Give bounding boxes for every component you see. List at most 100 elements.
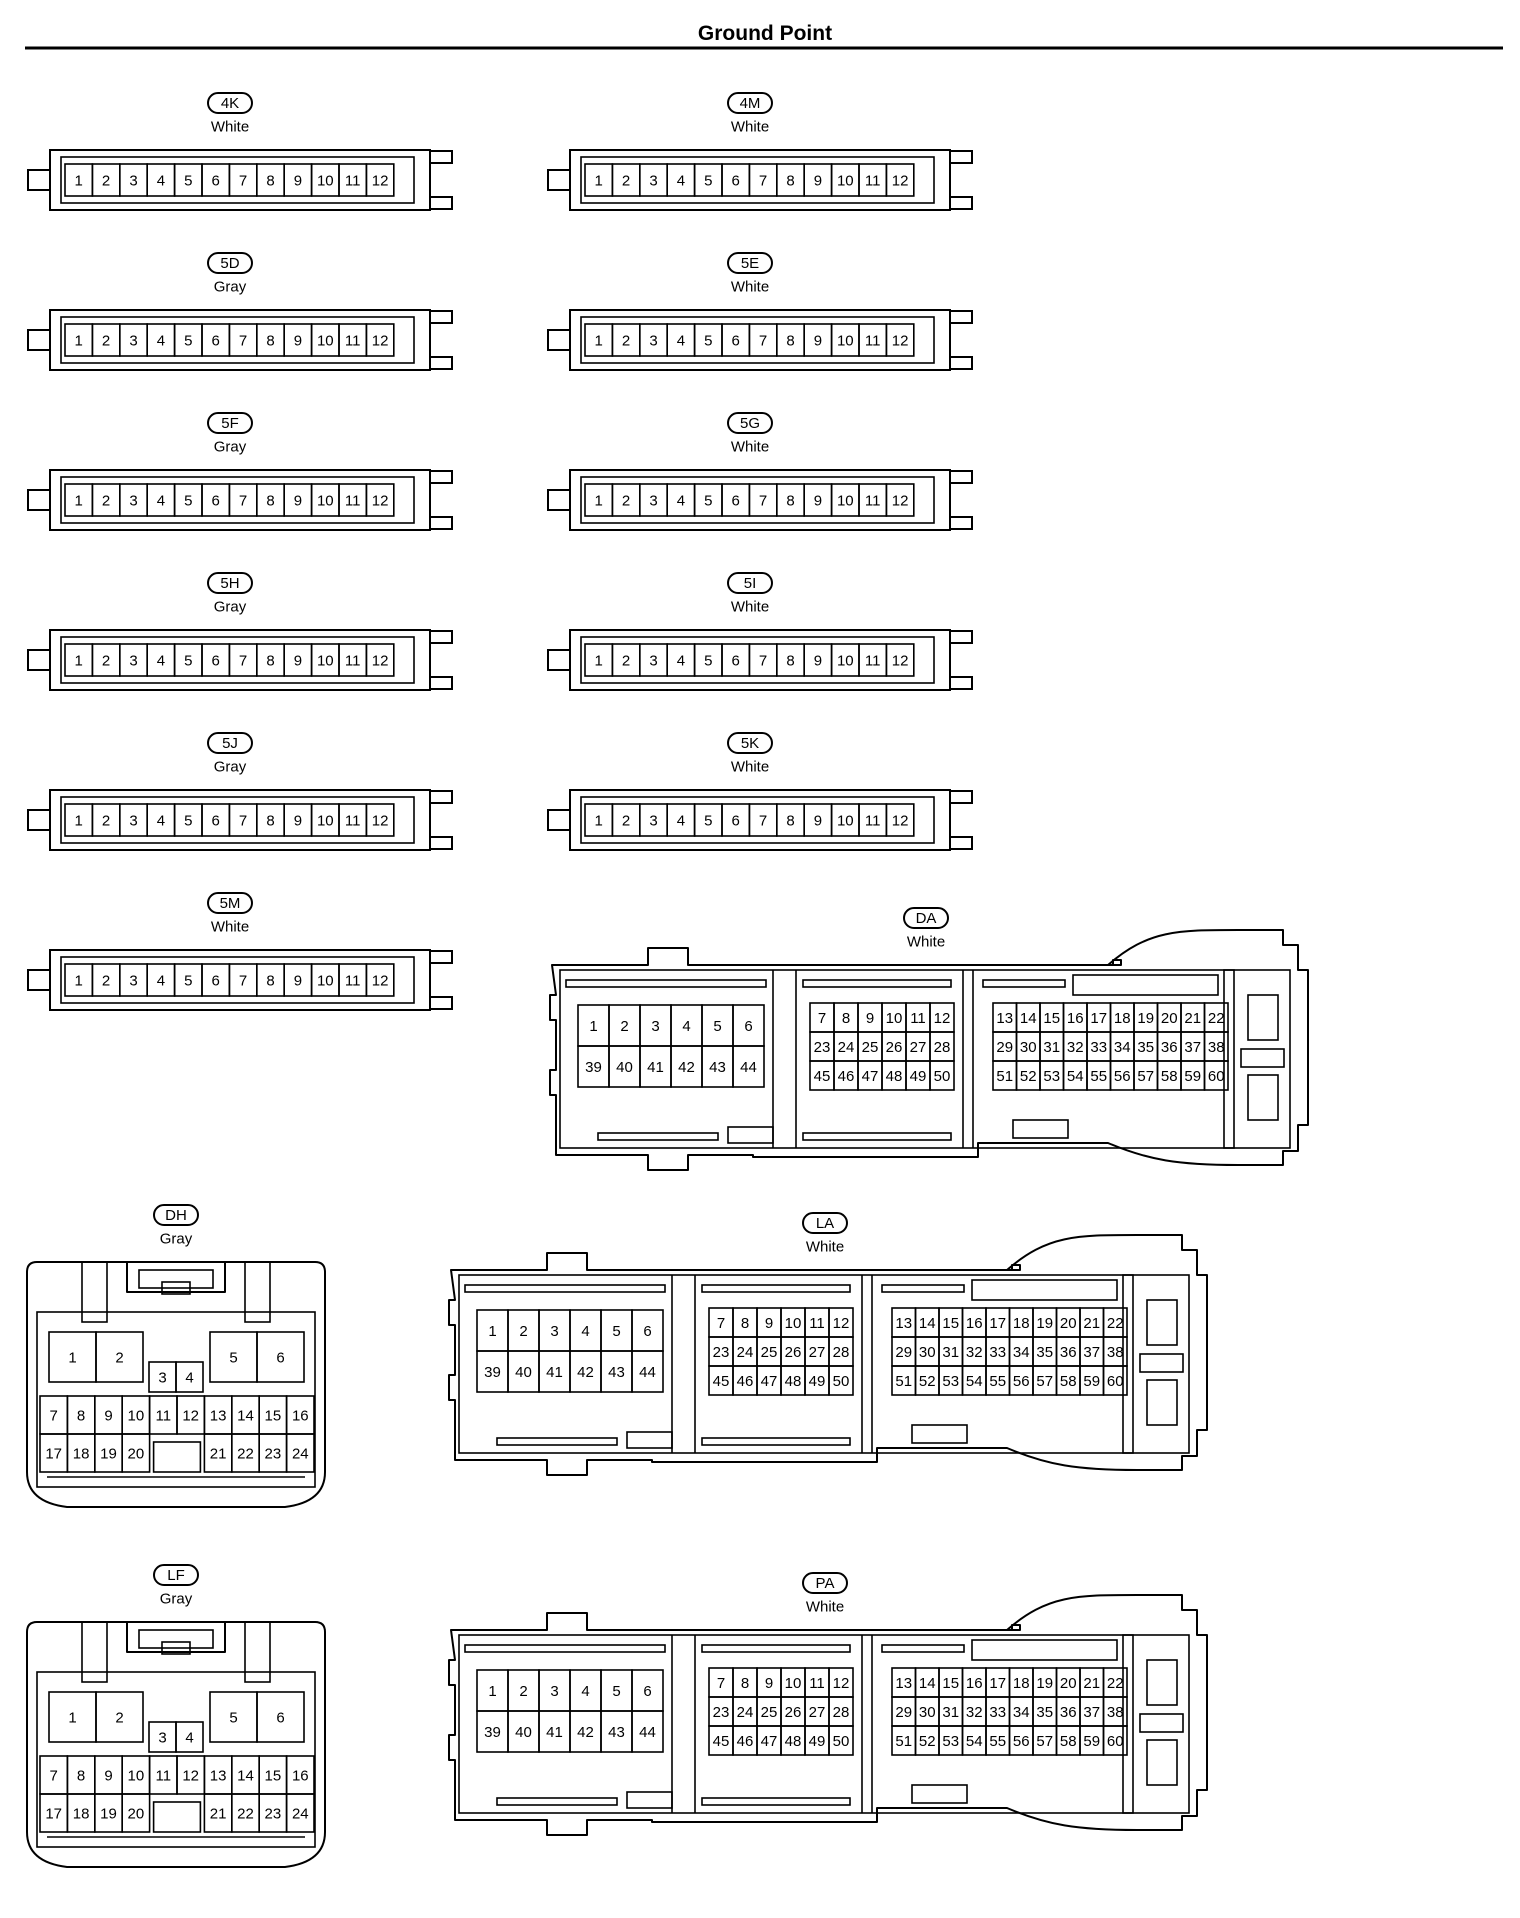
rail-bottom-b xyxy=(701,1797,851,1806)
pin-number: 24 xyxy=(737,1344,754,1361)
rail-bottom-b xyxy=(701,1437,851,1446)
pin-cell xyxy=(95,1691,144,1743)
pin-number: 46 xyxy=(737,1373,754,1390)
pin-number: 30 xyxy=(1020,1039,1037,1056)
pin-number: 1 xyxy=(595,813,603,830)
connector-color: White xyxy=(731,599,769,616)
connector-latch-left xyxy=(27,329,51,351)
top-latch-tab xyxy=(161,1281,191,1295)
lock-block-top xyxy=(1247,994,1279,1041)
pin-number: 7 xyxy=(239,173,247,190)
rail-bottom-b xyxy=(802,1132,952,1141)
pin-number: 52 xyxy=(919,1733,936,1750)
pin-number: 12 xyxy=(892,493,909,510)
pin-number: 1 xyxy=(75,173,83,190)
pin-number: 24 xyxy=(737,1704,754,1721)
pin-number: 24 xyxy=(292,1806,309,1823)
pin-cell xyxy=(1102,1725,1128,1756)
pin-number: 6 xyxy=(732,333,740,350)
pin-number: 5 xyxy=(184,493,192,510)
pin-number: 33 xyxy=(1090,1039,1107,1056)
pin-number: 24 xyxy=(292,1446,309,1463)
pin-number: 10 xyxy=(837,173,854,190)
pin-cell xyxy=(175,1361,204,1393)
connector-color: White xyxy=(731,439,769,456)
connector-inner-frame xyxy=(559,969,1291,1149)
pin-number: 12 xyxy=(372,493,389,510)
top-latch-window xyxy=(138,1269,214,1289)
pin-number: 1 xyxy=(589,1018,597,1035)
pin-number: 1 xyxy=(595,173,603,190)
pin-number: 7 xyxy=(239,653,247,670)
pin-number: 8 xyxy=(786,653,794,670)
pin-number: 35 xyxy=(1137,1039,1154,1056)
connector-code: 5K xyxy=(741,735,759,752)
rail-top-d xyxy=(971,1279,1118,1301)
pin-number: 7 xyxy=(759,653,767,670)
pin-cell xyxy=(631,1350,664,1393)
pin-cell xyxy=(365,163,395,197)
pin-number: 3 xyxy=(649,813,657,830)
pin-number: 26 xyxy=(785,1704,802,1721)
pin-number: 9 xyxy=(104,1408,112,1425)
pin-number: 23 xyxy=(814,1039,831,1056)
pin-number: 38 xyxy=(1208,1039,1225,1056)
pin-number: 41 xyxy=(546,1364,563,1381)
pin-number: 2 xyxy=(102,493,110,510)
pin-cell xyxy=(929,1060,955,1091)
pin-number: 56 xyxy=(1013,1733,1030,1750)
connector-housing xyxy=(448,1234,1208,1476)
pin-number: 55 xyxy=(989,1733,1006,1750)
pin-number: 24 xyxy=(838,1039,855,1056)
connector-inner-frame xyxy=(458,1634,1190,1814)
connector-code: 4M xyxy=(740,95,761,112)
pin-number: 58 xyxy=(1060,1733,1077,1750)
pin-number: 5 xyxy=(184,333,192,350)
pin-number: 12 xyxy=(182,1768,199,1785)
pin-number: 56 xyxy=(1114,1068,1131,1085)
connector-tab-bottom-right xyxy=(429,836,453,850)
pin-number: 2 xyxy=(115,1350,123,1367)
pin-number: 53 xyxy=(942,1733,959,1750)
pin-cell xyxy=(828,1725,854,1756)
pin-number: 54 xyxy=(966,1733,983,1750)
pin-cell xyxy=(885,483,915,517)
pin-cell xyxy=(1102,1365,1128,1396)
pin-number: 55 xyxy=(989,1373,1006,1390)
pin-number: 51 xyxy=(895,1733,912,1750)
pin-number: 17 xyxy=(45,1806,62,1823)
pin-number: 8 xyxy=(77,1768,85,1785)
pin-number: 23 xyxy=(713,1344,730,1361)
pin-number: 12 xyxy=(372,973,389,990)
pin-number: 56 xyxy=(1013,1373,1030,1390)
connector-tab-bottom-right xyxy=(429,196,453,210)
pin-number: 22 xyxy=(1107,1675,1124,1692)
pin-cell xyxy=(121,1433,151,1473)
pin-cell xyxy=(885,643,915,677)
pin-number: 43 xyxy=(608,1364,625,1381)
pin-number: 27 xyxy=(910,1039,927,1056)
pin-number: 34 xyxy=(1013,1704,1030,1721)
connector-latch-left xyxy=(27,969,51,991)
pin-number: 38 xyxy=(1107,1704,1124,1721)
pin-number: 8 xyxy=(786,333,794,350)
pin-number: 10 xyxy=(317,333,334,350)
pin-number: 10 xyxy=(317,973,334,990)
connector-color: White xyxy=(907,934,945,951)
pin-number: 12 xyxy=(372,173,389,190)
pin-number: 48 xyxy=(785,1733,802,1750)
pin-number: 4 xyxy=(157,493,165,510)
pin-number: 59 xyxy=(1083,1373,1100,1390)
connector-color: Gray xyxy=(214,279,247,296)
pin-number: 12 xyxy=(182,1408,199,1425)
pin-number: 14 xyxy=(237,1768,254,1785)
pin-number: 23 xyxy=(265,1806,282,1823)
rail-top-d xyxy=(1072,974,1219,996)
pin-number: 40 xyxy=(515,1724,532,1741)
pin-number: 46 xyxy=(838,1068,855,1085)
pin-number: 30 xyxy=(919,1704,936,1721)
pin-number: 11 xyxy=(865,493,881,510)
pin-number: 16 xyxy=(966,1675,983,1692)
